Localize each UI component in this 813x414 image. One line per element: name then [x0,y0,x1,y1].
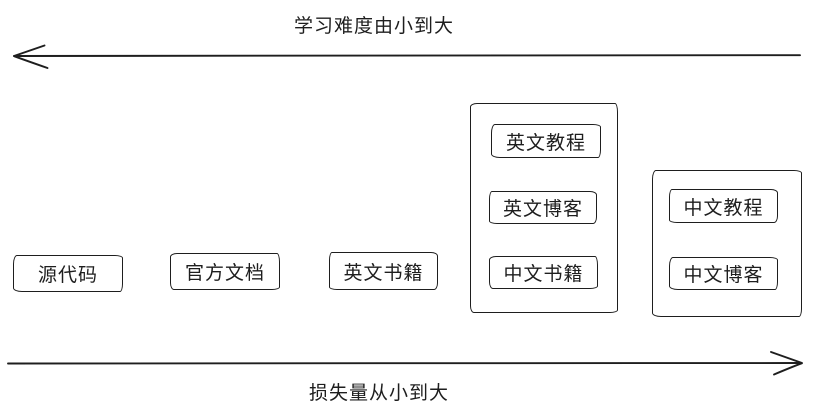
box-english-books-label: 英文书籍 [343,262,424,284]
box-chinese-tutorials: 中文教程 [669,189,778,223]
box-english-tutorials-label: 英文教程 [505,132,586,154]
top-arrow-head [13,44,49,69]
group-english-resources: 英文教程 英文博客 中文书籍 [470,103,618,313]
box-source-code-label: 源代码 [37,265,98,286]
bottom-arrow-head [770,351,803,376]
box-chinese-books: 中文书籍 [489,256,598,289]
box-chinese-blogs: 中文博客 [669,257,778,290]
box-chinese-books-label: 中文书籍 [503,264,584,285]
bottom-arrow-right [7,351,803,376]
box-official-docs-label: 官方文档 [184,263,265,284]
top-arrow-line [13,54,801,57]
top-axis-label: 学习难度由小到大 [294,16,455,37]
box-chinese-blogs-label: 中文博客 [683,265,764,286]
box-official-docs: 官方文档 [170,253,280,290]
group-chinese-resources: 中文教程 中文博客 [652,170,802,317]
top-arrow-left [13,44,801,69]
box-english-books: 英文书籍 [329,252,438,290]
bottom-axis-label: 损失量从小到大 [309,383,450,404]
box-english-tutorials: 英文教程 [491,124,601,158]
box-english-blogs-label: 英文博客 [502,199,583,220]
box-chinese-tutorials-label: 中文教程 [683,197,764,219]
bottom-arrow-line [7,361,800,365]
box-english-blogs: 英文博客 [489,191,597,224]
box-source-code: 源代码 [13,255,123,292]
